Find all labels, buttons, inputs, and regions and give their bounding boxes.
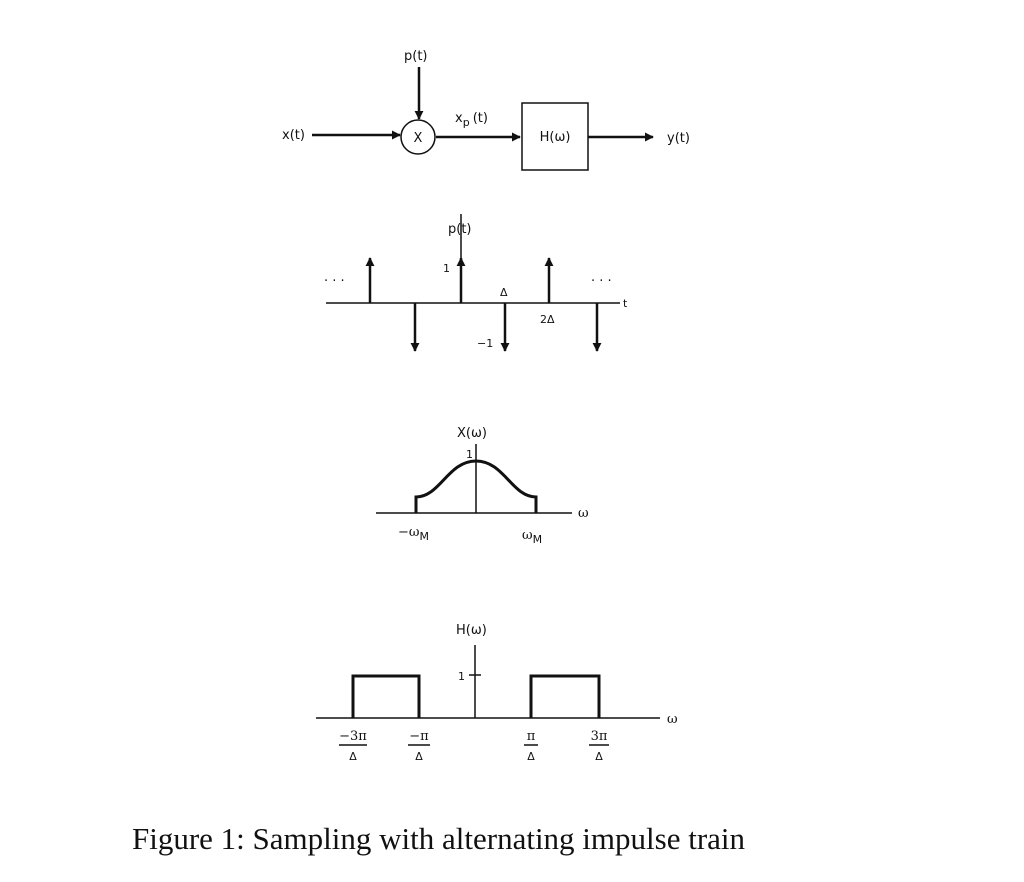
impulse-delta-label: Δ xyxy=(500,286,508,299)
filter-tick-2-num: −π xyxy=(409,729,429,744)
filter-tick-1-num: −3π xyxy=(339,729,367,744)
filter-tick-1: −3π Δ xyxy=(339,729,367,763)
impulse-axis-var: t xyxy=(623,297,628,310)
impulse-neg-label: −1 xyxy=(477,337,493,350)
spectrum-neg-edge-label: −ωM xyxy=(398,525,429,543)
spectrum-title: X(ω) xyxy=(457,426,487,441)
filter-plot-title: H(ω) xyxy=(456,623,487,638)
figure-caption: Figure 1: Sampling with alternating impu… xyxy=(132,821,746,856)
filter-tick-3-num: π xyxy=(527,729,536,744)
impulse-ellipsis-left: · · · xyxy=(324,274,345,289)
filter-passband-right xyxy=(529,674,601,718)
filter-plot: H(ω) ω 1 −3π Δ −π Δ π Δ 3π Δ xyxy=(316,623,678,763)
impulse-height-label: 1 xyxy=(443,262,450,275)
filter-tick-3: π Δ xyxy=(524,729,538,763)
filter-axis-var: ω xyxy=(667,712,678,727)
modulated-label: xp(t) xyxy=(455,111,488,129)
multiplier-symbol: X xyxy=(414,131,423,146)
filter-tick-1-den: Δ xyxy=(349,750,357,763)
input-label: x(t) xyxy=(282,128,305,143)
carrier-label: p(t) xyxy=(404,49,428,64)
filter-tick-2: −π Δ xyxy=(408,729,430,763)
spectrum-plot: X(ω) ω 1 −ωM ωM xyxy=(376,426,589,546)
impulse-two-delta-label: 2Δ xyxy=(540,313,555,326)
spectrum-peak-label: 1 xyxy=(466,448,473,461)
multiplier-circle xyxy=(400,119,436,155)
filter-gain-label: 1 xyxy=(458,670,465,683)
spectrum-curve xyxy=(414,459,538,513)
spectrum-axis-var: ω xyxy=(578,506,589,521)
output-label: y(t) xyxy=(667,131,690,146)
block-diagram: p(t) x(t) X xp(t) H(ω) y(t) xyxy=(282,49,690,171)
impulse-ellipsis-right: · · · xyxy=(591,274,612,289)
impulse-title: p(t) xyxy=(448,222,472,237)
filter-tick-4: 3π Δ xyxy=(589,729,609,763)
filter-tick-2-den: Δ xyxy=(415,750,423,763)
filter-tick-3-den: Δ xyxy=(527,750,535,763)
filter-label: H(ω) xyxy=(540,130,571,145)
filter-tick-4-num: 3π xyxy=(591,729,608,744)
filter-tick-4-den: Δ xyxy=(595,750,603,763)
impulse-train-plot: p(t) t 1 −1 Δ 2Δ · · · · · · xyxy=(324,214,628,352)
filter-passband-left xyxy=(351,674,421,718)
spectrum-pos-edge-label: ωM xyxy=(522,528,542,546)
